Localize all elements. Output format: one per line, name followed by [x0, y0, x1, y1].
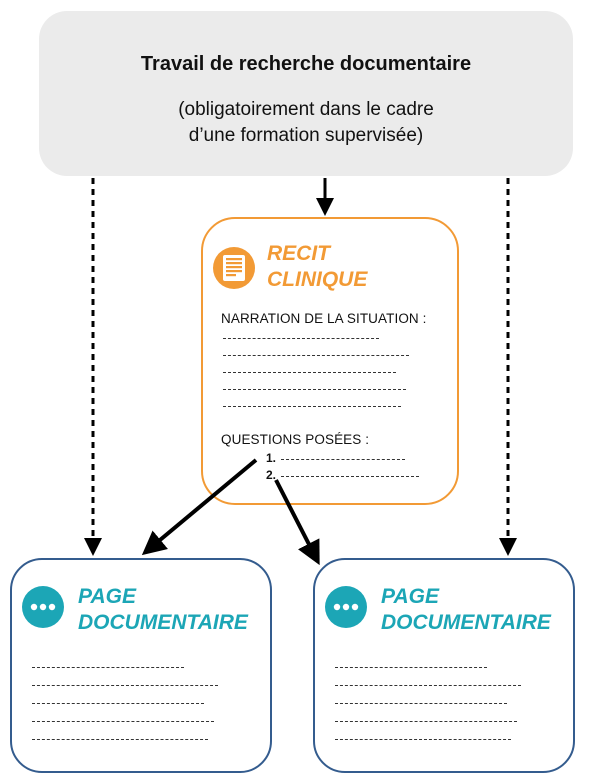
arrow-recit-to-left-doc: [141, 458, 258, 556]
doc-left-line: [32, 703, 204, 704]
question-number-1: 1.: [266, 451, 277, 465]
narration-label: NARRATION DE LA SITUATION :: [221, 311, 427, 326]
doc-left-title-line-2: DOCUMENTAIRE: [78, 611, 248, 634]
doc-left-title-line-1: PAGE: [78, 585, 136, 608]
recit-title-line-1: RECIT: [267, 242, 330, 265]
question-line-2: [281, 476, 419, 477]
question-number-2: 2.: [266, 468, 277, 482]
document-form-icon: [223, 255, 245, 281]
question-line-1: [281, 459, 405, 460]
page-documentaire-right: PAGE DOCUMENTAIRE: [313, 558, 575, 773]
narration-line: [223, 338, 379, 339]
narration-line: [223, 389, 406, 390]
narration-line: [223, 406, 401, 407]
recit-title: RECIT CLINIQUE: [267, 241, 367, 293]
more-horizontal-icon: [30, 603, 56, 611]
research-work-box: Travail de recherche documentaire (oblig…: [39, 11, 573, 176]
subtitle-line-2: d’une formation supervisée): [188, 125, 424, 146]
doc-left-line: [32, 667, 184, 668]
recit-title-line-2: CLINIQUE: [267, 268, 368, 291]
recit-icon-circle: [213, 247, 255, 289]
arrow-recit-to-right-doc: [274, 479, 320, 566]
narration-line: [223, 372, 396, 373]
doc-left-line: [32, 739, 208, 740]
narration-line: [223, 355, 409, 356]
research-work-title: Travail de recherche documentaire: [140, 53, 472, 75]
doc-right-line: [335, 685, 521, 686]
subtitle-line-1: (obligatoirement dans le cadre: [178, 99, 434, 120]
doc-right-line: [335, 739, 511, 740]
doc-right-line: [335, 721, 517, 722]
doc-left-icon-circle: [22, 586, 64, 628]
more-horizontal-icon: [333, 603, 359, 611]
doc-right-line: [335, 667, 487, 668]
recit-clinique-box: RECIT CLINIQUE NARRATION DE LA SITUATION…: [201, 217, 459, 505]
page-documentaire-left: PAGE DOCUMENTAIRE: [10, 558, 272, 773]
questions-label: QUESTIONS POSÉES :: [221, 432, 370, 447]
doc-right-icon-circle: [325, 586, 367, 628]
doc-left-line: [32, 721, 214, 722]
doc-left-title: PAGE DOCUMENTAIRE: [78, 584, 248, 636]
doc-left-line: [32, 685, 218, 686]
doc-right-title-line-2: DOCUMENTAIRE: [381, 611, 551, 634]
research-work-subtitle: (obligatoirement dans le cadre d’une for…: [39, 97, 573, 149]
doc-right-line: [335, 703, 507, 704]
doc-right-title: PAGE DOCUMENTAIRE: [381, 584, 551, 636]
doc-right-title-line-1: PAGE: [381, 585, 439, 608]
